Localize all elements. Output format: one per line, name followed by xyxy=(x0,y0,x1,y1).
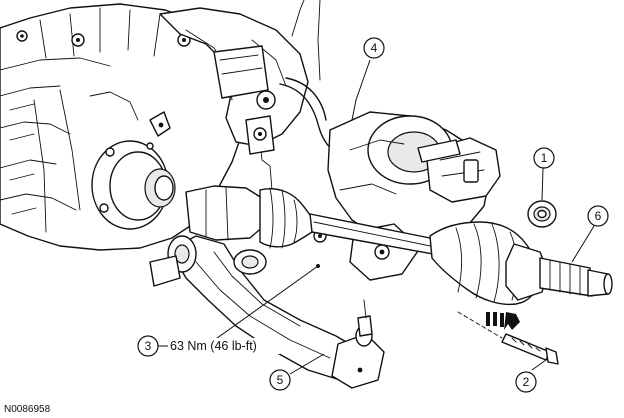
transaxle-housing xyxy=(0,3,249,251)
lower-control-arm xyxy=(149,235,385,389)
callout-5: 5 xyxy=(269,369,291,391)
callout-3: 3 xyxy=(137,335,159,357)
leader-lines xyxy=(160,59,595,375)
callout-2: 2 xyxy=(515,371,537,393)
callout-label: 4 xyxy=(371,41,378,55)
direction-arrow xyxy=(486,312,520,330)
callout-6: 6 xyxy=(587,205,609,227)
callout-4: 4 xyxy=(363,37,385,59)
callout-label: 5 xyxy=(277,373,284,387)
figure-reference-code: N0086958 xyxy=(4,404,51,415)
callout-label: 6 xyxy=(595,209,602,223)
callout-label: 1 xyxy=(541,151,548,165)
callout-1: 1 xyxy=(533,147,555,169)
callout-label: 2 xyxy=(523,375,530,389)
hub-nut xyxy=(527,200,557,228)
callout-label: 3 xyxy=(145,339,152,353)
torque-spec-label: 63 Nm (46 lb-ft) xyxy=(170,339,257,353)
halfshaft xyxy=(185,185,613,306)
